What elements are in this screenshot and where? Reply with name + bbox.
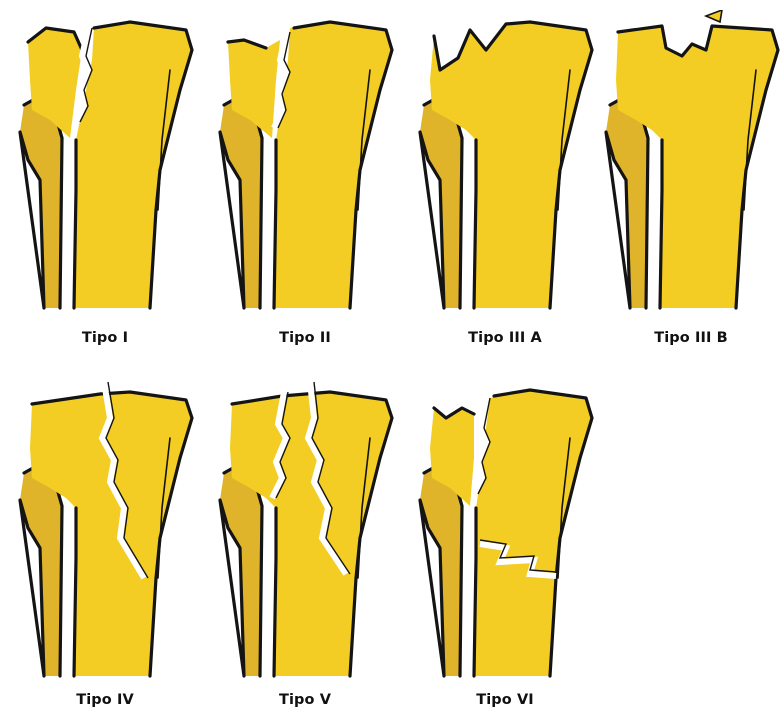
bone-illustration-tipo-4 — [10, 378, 200, 678]
panel-tipo-1 — [10, 10, 200, 360]
label-tipo-3b: Tipo III B — [596, 330, 784, 346]
bone-illustration-tipo-2 — [210, 10, 400, 310]
label-tipo-3a: Tipo III A — [410, 330, 600, 346]
bone-illustration-tipo-3b — [596, 10, 784, 310]
panel-tipo-5 — [210, 378, 400, 728]
panel-tipo-3b — [596, 10, 784, 360]
label-tipo-4: Tipo IV — [10, 692, 200, 708]
panel-tipo-3a — [410, 10, 600, 360]
bone-illustration-tipo-1 — [10, 10, 200, 310]
bone-illustration-tipo-6 — [410, 378, 600, 678]
panel-tipo-4 — [10, 378, 200, 728]
label-tipo-5: Tipo V — [210, 692, 400, 708]
label-tipo-2: Tipo II — [210, 330, 400, 346]
label-tipo-1: Tipo I — [10, 330, 200, 346]
displaced-fragment-icon — [706, 10, 722, 22]
bone-illustration-tipo-5 — [210, 378, 400, 678]
panel-tipo-2 — [210, 10, 400, 360]
panel-tipo-6 — [410, 378, 600, 728]
label-tipo-6: Tipo VI — [410, 692, 600, 708]
bone-illustration-tipo-3a — [410, 10, 600, 310]
